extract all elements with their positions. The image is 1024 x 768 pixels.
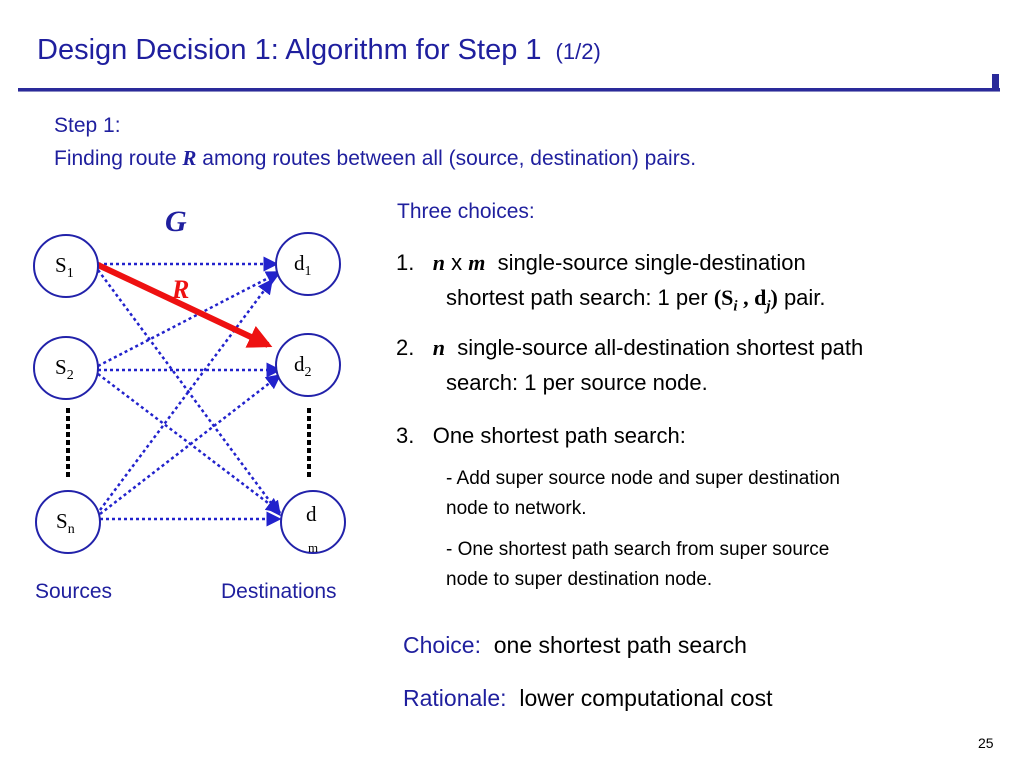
route-symbol: R <box>182 146 197 170</box>
choice-item-1: 1. n x m single-source single-destinatio… <box>396 250 806 276</box>
choice-row: Choice: one shortest path search <box>403 632 747 659</box>
item3-bullet2-line1: - One shortest path search from super so… <box>446 539 830 560</box>
node-sn <box>35 490 101 554</box>
choice-item-3: 3. One shortest path search: <box>396 423 686 449</box>
item2-num: 2. <box>396 335 415 360</box>
title-rule-shadow <box>18 91 1000 92</box>
item1-text: single-source single-destination <box>497 250 806 275</box>
label-d2: d2 <box>294 352 312 381</box>
edge-s2-dm <box>97 373 282 513</box>
label-s2-sub: 2 <box>66 368 74 384</box>
label-s1-base: S <box>55 253 67 277</box>
graph-label: G <box>165 205 187 238</box>
destinations-caption: Destinations <box>221 580 337 603</box>
graph-diagram <box>33 232 346 554</box>
label-s2: S2 <box>55 355 74 384</box>
node-s1 <box>33 234 99 298</box>
item1-line2-suffix: pair. <box>777 285 826 310</box>
label-sn: Sn <box>56 509 75 538</box>
node-d2 <box>275 333 341 397</box>
item3-text: One shortest path search: <box>432 423 686 448</box>
rationale-row: Rationale: lower computational cost <box>403 685 772 712</box>
item1-comma: , <box>737 285 755 310</box>
item1-paren-close: ) <box>770 285 778 310</box>
label-d2-sub: 2 <box>304 365 312 381</box>
slide-title-part: (1/2) <box>555 39 601 64</box>
label-s2-base: S <box>55 355 67 379</box>
choice-item-1-line2: shortest path search: 1 per (Si , dj) pa… <box>446 285 826 315</box>
step-suffix: among routes between all (source, destin… <box>196 147 697 170</box>
item1-d: d <box>754 285 767 310</box>
label-d1: d1 <box>294 251 312 280</box>
rationale-value: lower computational cost <box>519 685 773 711</box>
item3-bullet1-line2: node to network. <box>446 498 587 519</box>
item1-m: m <box>468 250 486 275</box>
label-s1: S1 <box>55 253 74 282</box>
route-arrow <box>94 261 273 348</box>
item1-j: j <box>766 298 771 315</box>
route-label: R <box>172 275 190 304</box>
label-d1-base: d <box>294 251 305 275</box>
item3-num: 3. <box>396 423 415 448</box>
choice-item-2-line2: search: 1 per source node. <box>446 370 708 395</box>
sources-caption: Sources <box>35 580 113 603</box>
item3-bullet1-line1: - Add super source node and super destin… <box>446 468 840 489</box>
label-dm-base: d <box>306 502 317 526</box>
choices-heading: Three choices: <box>397 200 535 223</box>
item1-s: S <box>721 285 734 310</box>
item2-text: single-source all-destination shortest p… <box>457 335 864 360</box>
step-label: Step 1: <box>54 114 121 137</box>
label-sn-base: S <box>56 509 68 533</box>
label-d1-sub: 1 <box>304 264 312 280</box>
step-prefix: Finding route <box>54 147 183 170</box>
item3-bullet2-line2: node to super destination node. <box>446 569 713 590</box>
rationale-label: Rationale: <box>403 685 507 711</box>
item1-n: n <box>432 250 445 275</box>
item1-num: 1. <box>396 250 415 275</box>
choice-item-2: 2. n single-source all-destination short… <box>396 335 863 361</box>
item1-line2-prefix: shortest path search: 1 per <box>446 285 714 310</box>
slide-title: Design Decision 1: Algorithm for Step 1 (… <box>37 34 601 67</box>
edge-s2-d1 <box>97 270 282 368</box>
label-d2-base: d <box>294 352 305 376</box>
title-rule-tick <box>992 74 999 91</box>
node-dm <box>280 490 346 554</box>
choice-label: Choice: <box>403 632 481 658</box>
title-rule <box>18 88 1000 91</box>
label-sn-sub: n <box>67 522 75 538</box>
choice-value: one shortest path search <box>493 632 747 658</box>
edge-sn-d1 <box>98 278 274 511</box>
node-s2 <box>33 336 99 400</box>
item2-n: n <box>432 335 445 360</box>
label-s1-sub: 1 <box>66 266 74 282</box>
edge-sn-d2 <box>99 374 282 515</box>
edge-s1-dm <box>96 269 282 517</box>
page-number: 25 <box>978 735 994 751</box>
node-d1 <box>275 232 341 296</box>
label-dm-sub: m <box>308 540 319 555</box>
item1-paren-open: ( <box>713 285 722 310</box>
step-description: Finding route R among routes between all… <box>54 146 696 171</box>
item1-x: x <box>451 250 463 275</box>
slide-title-text: Design Decision 1: Algorithm for Step 1 <box>37 34 542 66</box>
item1-i: i <box>733 298 738 315</box>
